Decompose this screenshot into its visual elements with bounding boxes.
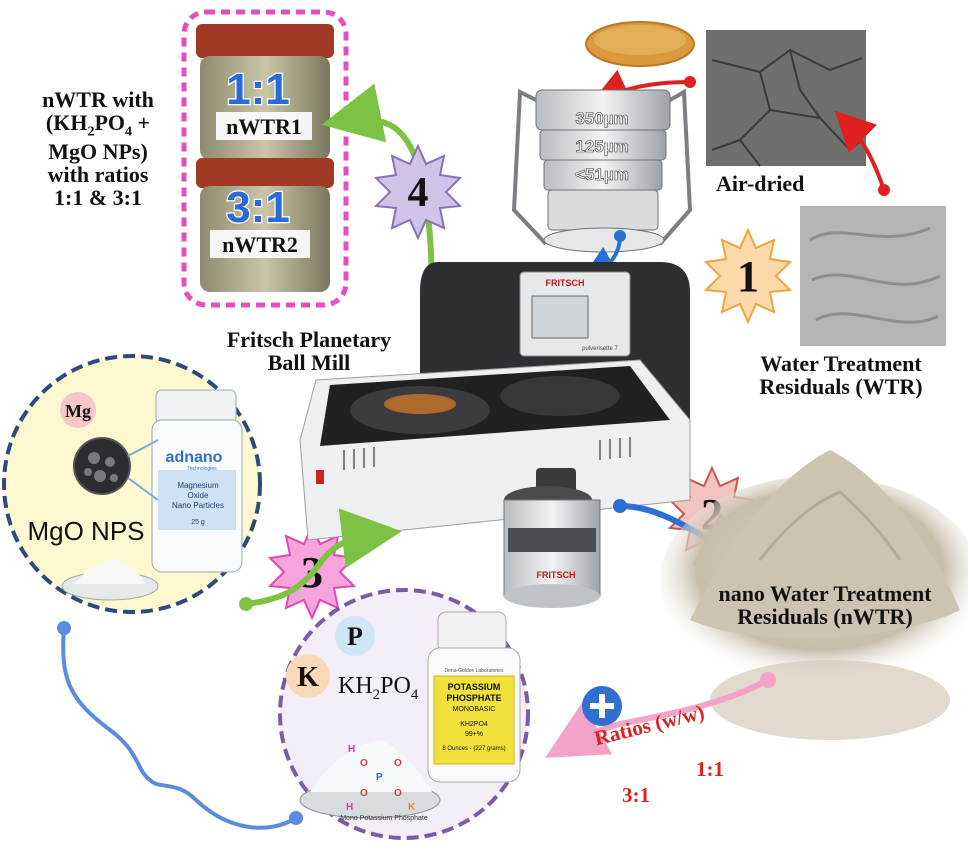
- air-dried-label: Air-dried: [716, 171, 805, 196]
- mgo-bottle-line3: Nano Particles: [172, 501, 224, 510]
- grinding-bowl: [503, 468, 601, 608]
- svg-text:H: H: [348, 744, 355, 755]
- wtr-label: Water Treatment Residuals (WTR): [759, 351, 923, 400]
- kh2po4-bottle-formula: KH2PO4: [460, 721, 488, 728]
- nwtr-mix-line4: with ratios: [47, 162, 149, 188]
- nwtr-mix-line2: (KH2PO4 +: [45, 110, 151, 140]
- dish-label: Mono Potassium Phosphate: [340, 815, 428, 822]
- nwtr-powder-pile: [660, 450, 968, 740]
- nwtr-mix-label: nWTR with (KH2PO4 + MgO NPs) with ratios…: [14, 87, 182, 211]
- step4-number: 4: [408, 170, 429, 216]
- arrow-ratio: [545, 677, 770, 758]
- arrow-step4: [321, 83, 435, 301]
- svg-text:O: O: [360, 758, 368, 769]
- mgo-bottle-brand: adnano: [166, 449, 223, 466]
- kh2po4-molecule: P O O O O H H K: [346, 744, 416, 813]
- mill-label: Fritsch Planetary Ball Mill: [226, 327, 392, 376]
- jar-top-ratio: 1:1: [226, 65, 290, 114]
- p-bubble: [335, 616, 375, 656]
- arrow-mgo-to-kh2po4: [61, 627, 298, 830]
- svg-text:H: H: [346, 802, 353, 813]
- mgo-bottle-line2: Oxide: [188, 491, 209, 500]
- jar-bottom-name: nWTR2: [222, 232, 298, 257]
- sieve-size-1: 350µm: [575, 109, 628, 128]
- bowl-brand: FRITSCH: [537, 570, 576, 580]
- nwtr-mix-line5: 1:1 & 3:1: [54, 185, 142, 211]
- kh2po4-bottle-maker: Dena-Golden Laboratories: [445, 668, 504, 674]
- p-symbol: P: [347, 622, 363, 651]
- mgo-bottle-line1: Magnesium: [177, 481, 219, 490]
- sieve-size-2: 125µm: [575, 137, 628, 156]
- nwtr-label: nano Water Treatment Residuals (nWTR): [718, 581, 932, 630]
- cracked-soil-photo: [706, 30, 866, 166]
- step1-number: 1: [737, 252, 759, 301]
- arrow-wtr-to-airdried: [834, 110, 886, 191]
- ratio-1-1: 1:1: [696, 757, 724, 781]
- mill-model: pulverisette 7: [582, 346, 618, 352]
- svg-text:K: K: [408, 802, 416, 813]
- nwtr-mix-line3: MgO NPs): [48, 139, 148, 165]
- mill-brand: FRITSCH: [546, 278, 585, 288]
- kh2po4-bottle-purity: 99+%: [465, 731, 483, 738]
- kh2po4-bottle: [427, 611, 521, 783]
- mgo-bottle: [151, 389, 243, 573]
- starburst-step1: [703, 227, 793, 325]
- nwtr-mix-line1: nWTR with: [42, 87, 154, 112]
- kh2po4-bottle-line1: POTASSIUM: [448, 682, 501, 692]
- jar-bottom-ratio: 3:1: [226, 183, 290, 232]
- jar-top-name: nWTR1: [226, 114, 302, 139]
- svg-text:O: O: [360, 788, 368, 799]
- mgo-bottle-size: 25 g: [191, 519, 205, 526]
- kh2po4-bottle-line3: MONOBASIC: [453, 706, 496, 713]
- svg-text:O: O: [394, 788, 402, 799]
- mgo-nps-label: MgO NPS: [27, 516, 144, 546]
- mg-bubble: [60, 392, 96, 428]
- mgo-bottle-brand-sub: Technologies: [187, 466, 217, 472]
- svg-text:O: O: [394, 758, 402, 769]
- k-symbol: K: [297, 662, 319, 693]
- sieve-size-3: <51µm: [575, 165, 629, 184]
- kh2po4-bottle-size: 8 Ounces - (227 grams): [442, 746, 505, 752]
- nanoparticle-zoom: [73, 437, 131, 495]
- mg-symbol: Mg: [65, 401, 91, 421]
- sieve-shaker: [511, 88, 693, 253]
- ratio-3-1: 3:1: [622, 783, 650, 807]
- planetary-ball-mill: [299, 262, 691, 541]
- svg-text:P: P: [376, 772, 383, 783]
- kh2po4-label: KH2PO4: [338, 673, 419, 703]
- arrow-step3: [245, 508, 402, 607]
- kh2po4-bottle-line2: PHOSPHATE: [446, 693, 501, 703]
- k-bubble: [286, 654, 330, 698]
- starburst-step4: [373, 143, 463, 241]
